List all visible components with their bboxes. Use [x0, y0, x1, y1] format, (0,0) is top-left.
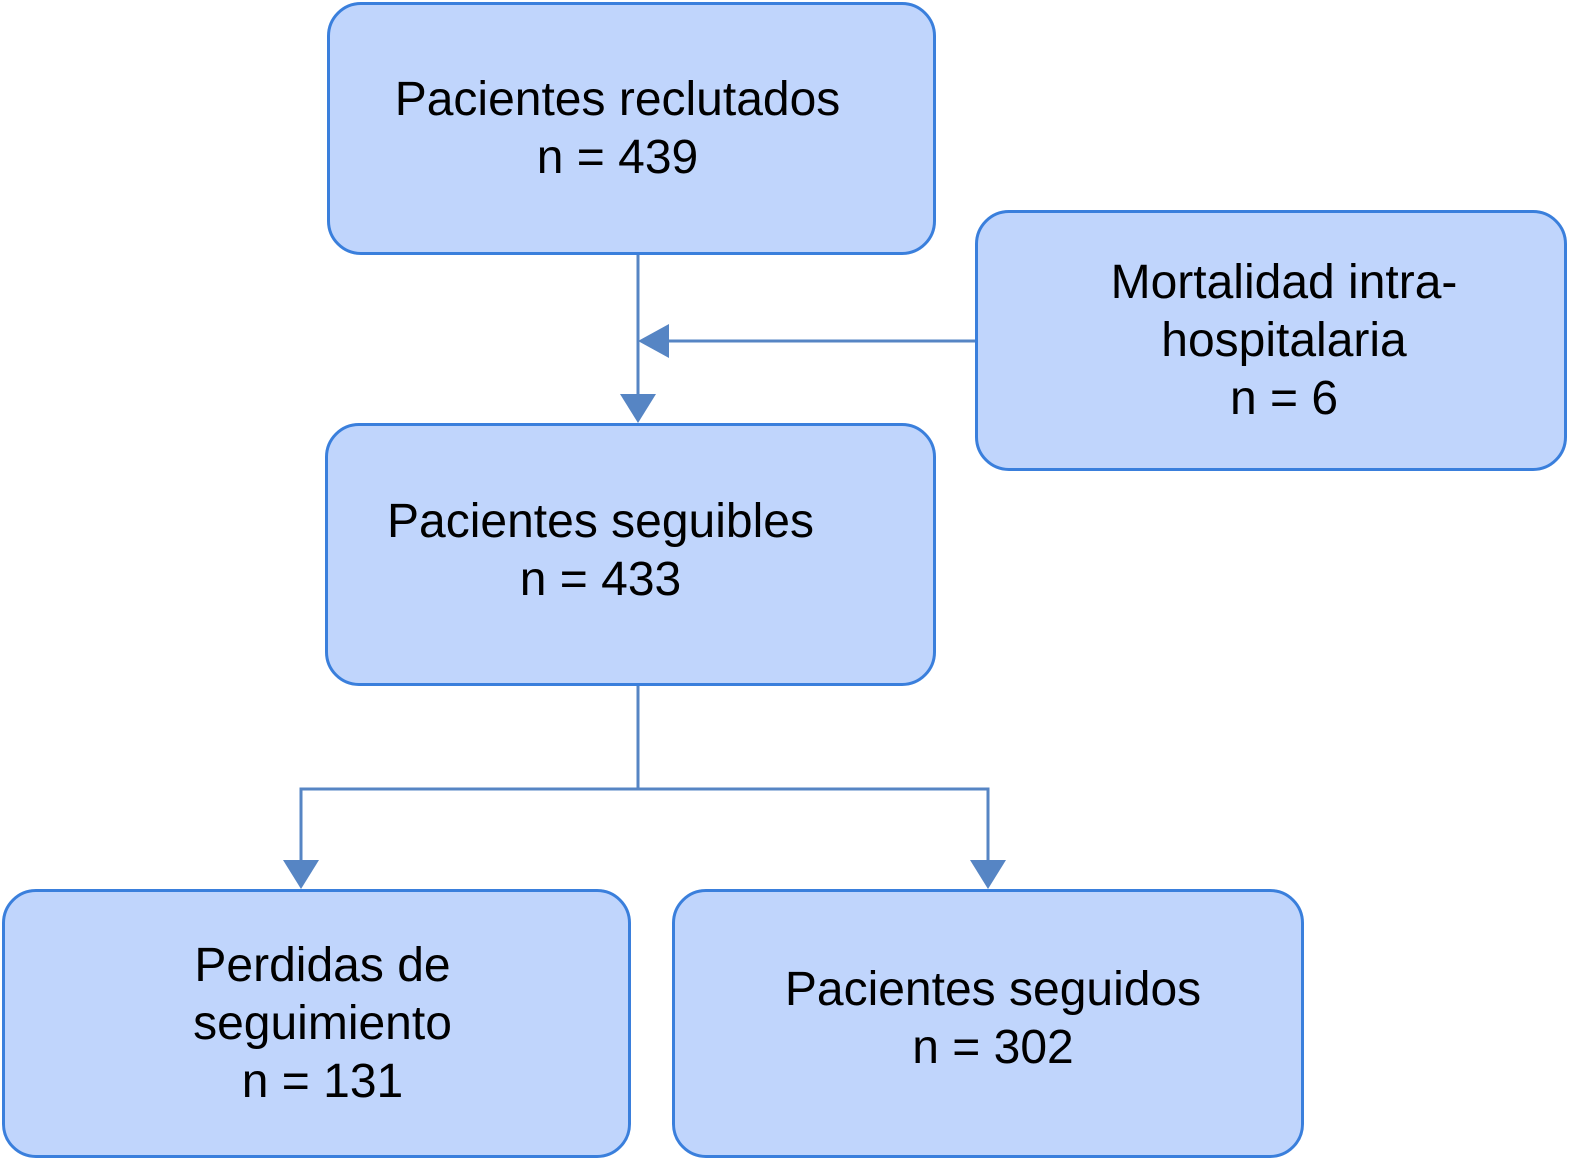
node-label: Pacientes reclutados [394, 72, 841, 126]
connector-seguibles-split [299, 686, 640, 862]
node-label: Pacientes seguidos [784, 962, 1202, 1016]
arrowhead-down-perdidas [283, 860, 319, 889]
node-pacientes-seguidos: Pacientes seguidos n = 302 [672, 889, 1304, 1158]
node-count: n = 6 [1229, 371, 1339, 425]
node-count: n = 439 [536, 130, 699, 184]
node-label-line-1: Perdidas de [194, 938, 451, 992]
node-label: Pacientes seguibles [387, 494, 814, 548]
arrowhead-down-seguibles [620, 394, 656, 423]
node-count: n = 302 [912, 1020, 1074, 1074]
node-perdidas-de-seguimiento: Perdidas de seguimiento n = 131 [2, 889, 631, 1158]
node-pacientes-seguibles: Pacientes seguibles n = 433 [325, 423, 936, 686]
node-pacientes-reclutados: Pacientes reclutados n = 439 [327, 2, 936, 255]
node-label-line-1: Mortalidad intra- [1110, 255, 1458, 309]
connector-seguibles-to-seguidos [638, 787, 990, 862]
arrowhead-left-main [638, 324, 669, 358]
node-count: n = 433 [519, 552, 682, 606]
node-label-line-2: hospitalaria [1161, 313, 1407, 367]
node-count: n = 131 [241, 1054, 404, 1108]
arrowhead-down-seguidos [970, 860, 1006, 889]
node-mortalidad-intrahospitalaria: Mortalidad intra- hospitalaria n = 6 [975, 210, 1567, 471]
node-label-line-2: seguimiento [193, 996, 452, 1050]
